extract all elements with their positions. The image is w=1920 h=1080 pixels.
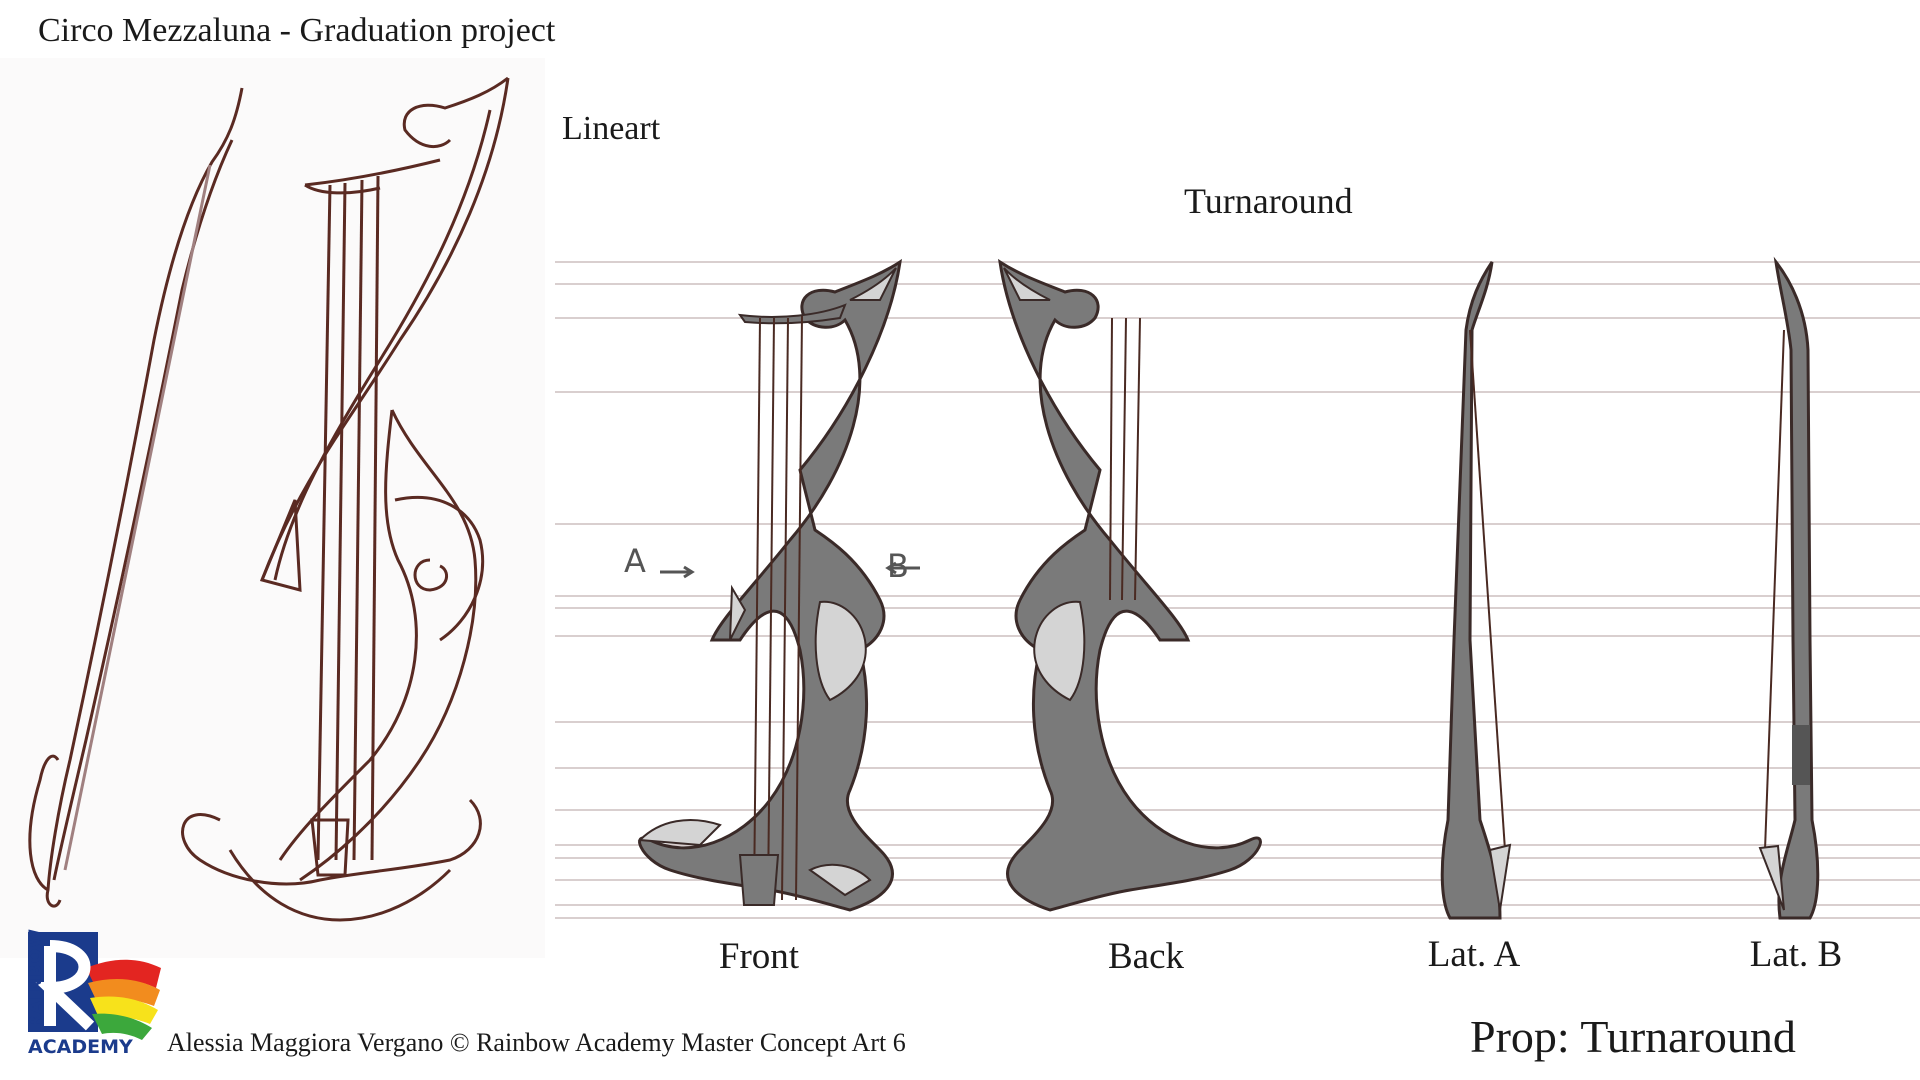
page-title: Circo Mezzaluna - Graduation project — [38, 12, 556, 49]
turnaround-section-label: Turnaround — [1184, 181, 1353, 221]
marker-a-label: A — [624, 542, 646, 580]
lineart-section-label: Lineart — [562, 110, 661, 147]
lat-b-view-label: Lat. B — [1749, 934, 1843, 975]
lineart-instrument — [181, 76, 510, 922]
logo-text-rainbow: RAINBOW — [26, 928, 46, 1028]
lat-a-view-label: Lat. A — [1427, 934, 1521, 975]
front-view-label: Front — [718, 936, 800, 977]
marker-b-label: B — [887, 547, 909, 585]
prop-title: Prop: Turnaround — [1470, 1011, 1796, 1062]
marker-arrows — [660, 561, 920, 579]
back-view-label: Back — [1107, 936, 1185, 977]
lineart-bow — [28, 87, 244, 908]
back-view-instrument — [998, 258, 1262, 912]
front-view-instrument — [637, 258, 902, 912]
logo-text-academy: ACADEMY — [28, 1036, 133, 1058]
lat-a-view-instrument — [1440, 261, 1512, 920]
rainbow-academy-logo — [28, 932, 161, 1040]
lat-b-view-instrument — [1758, 256, 1820, 920]
credit-line: Alessia Maggiora Vergano © Rainbow Acade… — [167, 1028, 906, 1057]
